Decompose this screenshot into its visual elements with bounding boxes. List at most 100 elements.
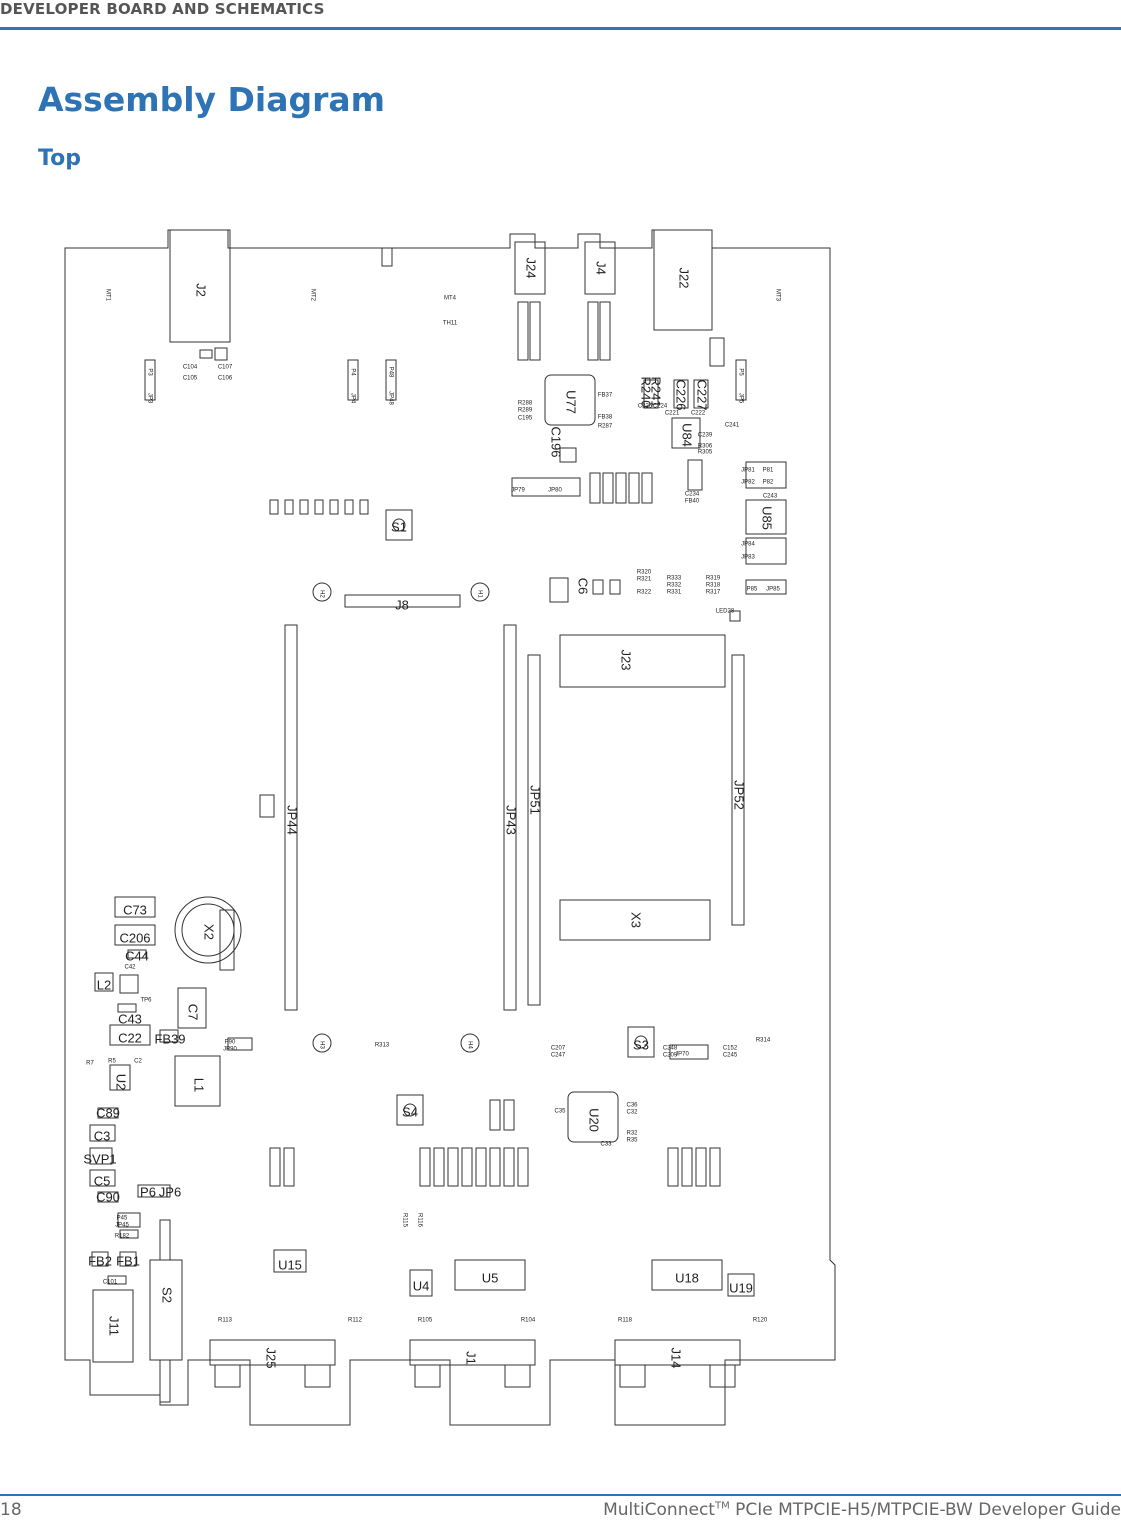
section-header: DEVELOPER BOARD AND SCHEMATICS <box>0 0 325 18</box>
ref-designator-c22: C22 <box>118 1030 142 1045</box>
ref-designator-u84: U84 <box>680 423 695 447</box>
ref-designator-c2: C2 <box>134 1059 142 1065</box>
ref-designator-c105: C105 <box>183 376 198 382</box>
ref-designator-c7: C7 <box>186 1004 201 1021</box>
ref-designator-j14: J14 <box>669 1348 684 1369</box>
ref-designator-c6: C6 <box>576 578 591 595</box>
ref-designator-p90: P90 <box>225 1040 236 1046</box>
ref-designator-c35: C35 <box>554 1109 566 1115</box>
ref-designator-u20: U20 <box>587 1108 602 1132</box>
ref-designator-mt4: MT4 <box>444 296 457 302</box>
ref-designator-p82: P82 <box>763 480 774 486</box>
ref-designator-r7: R7 <box>86 1061 94 1067</box>
ref-designator-jp43: JP43 <box>504 805 519 835</box>
ref-designator-x3: X3 <box>629 912 644 928</box>
ref-designator-r287: R287 <box>598 424 613 430</box>
ref-designator-u2: U2 <box>114 1074 129 1091</box>
ref-designator-c89: C89 <box>96 1105 120 1120</box>
ref-designator-c3: C3 <box>94 1128 111 1143</box>
ref-designator-c152: C152 <box>723 1046 738 1052</box>
ref-designator-mt2: MT2 <box>309 289 315 302</box>
ref-designator-p6: P6 <box>140 1184 156 1199</box>
ref-designator-c207: C207 <box>551 1046 566 1052</box>
ref-designator-c225: C225 <box>638 404 653 410</box>
ref-designator-c104: C104 <box>183 365 198 371</box>
ref-designator-jp79: JP79 <box>511 488 525 494</box>
ref-designator-th11: TH11 <box>443 321 458 327</box>
page-header: DEVELOPER BOARD AND SCHEMATICS <box>0 0 1121 30</box>
ref-designator-j23: J23 <box>619 650 634 671</box>
ref-designator-j1: J1 <box>464 1351 479 1365</box>
ref-designator-fb38: FB38 <box>598 415 613 421</box>
ref-designator-r322: R322 <box>637 590 652 596</box>
ref-designator-l1: L1 <box>192 1078 207 1092</box>
ref-designator-jp6: JP6 <box>159 1184 181 1199</box>
ref-designator-jp84: JP84 <box>741 542 755 548</box>
ref-designator-mt3: MT3 <box>774 289 780 302</box>
footer-rule <box>0 1494 1121 1496</box>
ref-designator-h1: H1 <box>476 590 482 598</box>
ref-designator-c106: C106 <box>218 376 233 382</box>
ref-designator-fb40: FB40 <box>685 499 700 505</box>
ref-designator-r314: R314 <box>756 1038 771 1044</box>
ref-designator-c36: C36 <box>626 1103 638 1109</box>
ref-designator-r104: R104 <box>521 1318 536 1324</box>
ref-designator-p45: P45 <box>117 1216 128 1222</box>
ref-designator-u18: U18 <box>675 1270 699 1285</box>
ref-designator-r288: R288 <box>518 401 533 407</box>
ref-designator-jp51: JP51 <box>528 785 543 815</box>
ref-designator-j11: J11 <box>107 1316 122 1336</box>
ref-designator-p48: P48 <box>387 367 393 378</box>
ref-designator-c90: C90 <box>96 1189 120 1204</box>
ref-designator-c209: C209 <box>663 1053 678 1059</box>
ref-designator-mt1: MT1 <box>104 289 110 302</box>
ref-designator-jp85: JP85 <box>766 587 780 593</box>
ref-designator-jp83: JP83 <box>741 555 755 561</box>
ref-designator-u77: U77 <box>564 390 579 414</box>
ref-designator-c44: C44 <box>125 948 149 963</box>
ref-designator-c32: C32 <box>626 1110 638 1116</box>
ref-designator-s3: S3 <box>633 1037 649 1052</box>
ref-designator-c73: C73 <box>123 902 147 917</box>
page-subtitle: Top <box>38 146 81 171</box>
ref-designator-c195: C195 <box>518 416 533 422</box>
ref-designator-u4: U4 <box>413 1278 430 1293</box>
ref-designator-c248: C248 <box>663 1046 678 1052</box>
ref-designator-j22: J22 <box>677 268 692 289</box>
ref-designator-r5: R5 <box>108 1059 116 1065</box>
ref-designator-s4: S4 <box>402 1104 418 1119</box>
ref-designator-u85: U85 <box>760 506 775 530</box>
ref-designator-jp90: JP90 <box>223 1047 237 1053</box>
ref-designator-c241: C241 <box>725 423 740 429</box>
ref-designator-r318: R318 <box>706 583 721 589</box>
ref-designator-r241: R241 <box>649 376 664 407</box>
ref-designator-u5: U5 <box>482 1270 499 1285</box>
ref-designator-r321: R321 <box>637 577 652 583</box>
ref-designator-jp52: JP52 <box>732 780 747 810</box>
ref-designator-jp45: JP45 <box>115 1223 129 1229</box>
ref-designator-j2: J2 <box>194 283 209 297</box>
ref-designator-l2: L2 <box>97 977 111 992</box>
ref-designator-h3: H3 <box>318 1041 324 1049</box>
ref-designator-jp5: JP5 <box>737 393 743 404</box>
ref-designator-r182: R182 <box>115 1234 130 1240</box>
ref-designator-s2: S2 <box>160 1287 175 1303</box>
ref-designator-c226: C226 <box>674 379 689 410</box>
ref-designator-r240: R240 <box>639 376 654 407</box>
ref-designator-u19: U19 <box>729 1280 753 1295</box>
ref-designator-jp80: JP80 <box>548 488 562 494</box>
ref-designator-c101: C101 <box>103 1280 118 1286</box>
ref-designator-jp48: JP48 <box>387 391 393 405</box>
ref-designator-c206: C206 <box>119 930 150 945</box>
ref-designator-c247: C247 <box>551 1053 566 1059</box>
ref-designator-c234: C234 <box>685 492 700 498</box>
ref-designator-r332: R332 <box>667 583 682 589</box>
ref-designator-u15: U15 <box>278 1257 302 1272</box>
ref-designator-svp1: SVP1 <box>83 1151 116 1166</box>
ref-designator-r115: R115 <box>401 1213 407 1228</box>
ref-designator-p3: P3 <box>146 368 152 376</box>
ref-designator-j24: J24 <box>524 258 539 279</box>
ref-designator-c43: C43 <box>118 1011 142 1026</box>
page-number: 18 <box>0 1500 22 1520</box>
ref-designator-c107: C107 <box>218 365 233 371</box>
